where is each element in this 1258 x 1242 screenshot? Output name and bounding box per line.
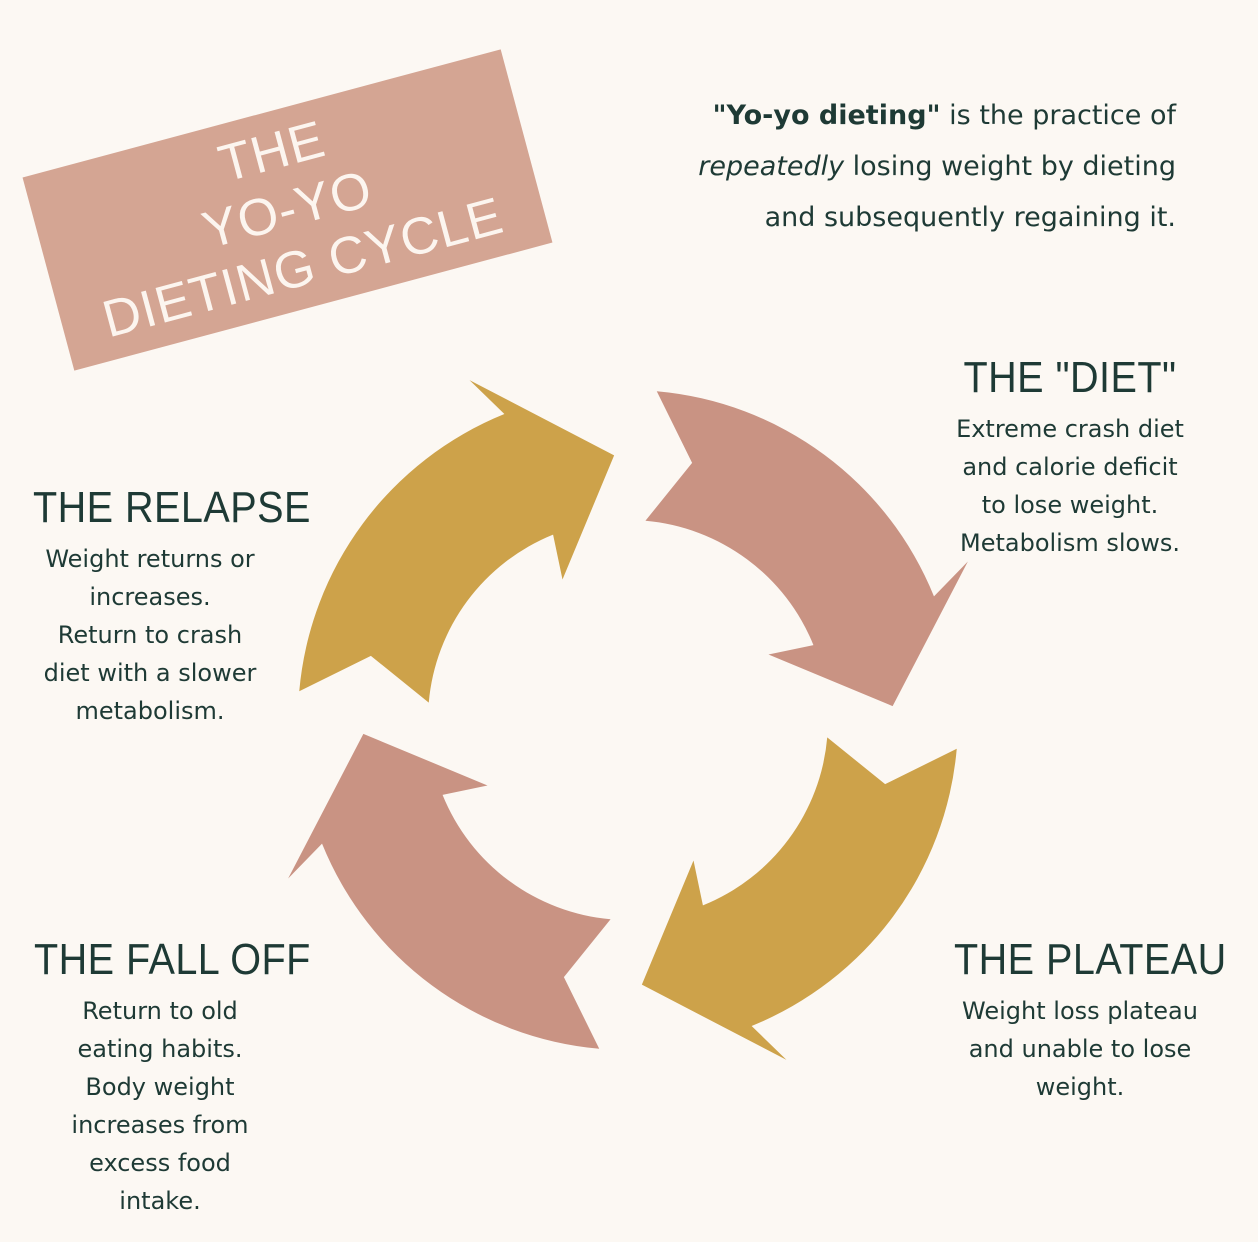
stage-diet-line: to lose weight. bbox=[981, 491, 1159, 519]
stage-relapse-line: Weight returns or bbox=[45, 545, 255, 573]
stage-fall-off-line: excess food bbox=[89, 1149, 231, 1177]
stage-relapse-line: diet with a slower bbox=[43, 659, 257, 687]
stage-relapse-line: increases. bbox=[89, 583, 211, 611]
intro-term: "Yo-yo dieting" bbox=[712, 100, 941, 131]
intro-paragraph: "Yo-yo dieting" is the practice of repea… bbox=[616, 90, 1176, 243]
diet-arrow bbox=[645, 391, 968, 707]
plateau-arrow bbox=[641, 737, 957, 1060]
intro-emphasis: repeatedly bbox=[698, 151, 845, 182]
stage-diet: THE "DIET" Extreme crash diet and calori… bbox=[930, 352, 1210, 562]
stage-fall-off-line: Body weight bbox=[85, 1073, 235, 1101]
stage-diet-line: and calorie deficit bbox=[962, 453, 1178, 481]
stage-fall-off-line: intake. bbox=[119, 1187, 201, 1215]
stage-fall-off-desc: Return to old eating habits. Body weight… bbox=[20, 992, 300, 1220]
stage-diet-desc: Extreme crash diet and calorie deficit t… bbox=[930, 410, 1210, 562]
intro-line-1: "Yo-yo dieting" is the practice of bbox=[616, 90, 1176, 141]
intro-line-1-text: is the practice of bbox=[940, 100, 1176, 131]
stage-fall-off: THE FALL OFF Return to old eating habits… bbox=[20, 934, 311, 1220]
intro-line-2-text: losing weight by dieting bbox=[844, 151, 1176, 182]
intro-line-3: and subsequently regaining it. bbox=[764, 202, 1176, 233]
stage-plateau-line: and unable to lose bbox=[968, 1035, 1192, 1063]
stage-relapse-title: THE RELAPSE bbox=[33, 483, 311, 532]
stage-fall-off-line: increases from bbox=[71, 1111, 249, 1139]
stage-diet-title: THE "DIET" bbox=[963, 353, 1177, 402]
stage-plateau-line: weight. bbox=[1035, 1073, 1125, 1101]
stage-fall-off-title: THE FALL OFF bbox=[34, 935, 311, 984]
stage-relapse-line: Return to crash bbox=[57, 621, 243, 649]
intro-line-2: repeatedly losing weight by dieting bbox=[616, 141, 1176, 192]
stage-diet-line: Extreme crash diet bbox=[956, 415, 1184, 443]
stage-fall-off-line: eating habits. bbox=[77, 1035, 243, 1063]
stage-relapse-desc: Weight returns or increases. Return to c… bbox=[20, 540, 280, 730]
stage-plateau-desc: Weight loss plateau and unable to lose w… bbox=[940, 992, 1220, 1106]
fall-off-arrow bbox=[288, 733, 611, 1049]
stage-plateau-title: THE PLATEAU bbox=[954, 935, 1227, 984]
stage-relapse: THE RELAPSE Weight returns or increases.… bbox=[20, 482, 311, 730]
relapse-arrow bbox=[299, 380, 615, 703]
stage-relapse-line: metabolism. bbox=[75, 697, 225, 725]
stage-fall-off-line: Return to old bbox=[82, 997, 238, 1025]
stage-diet-line: Metabolism slows. bbox=[960, 529, 1180, 557]
stage-plateau: THE PLATEAU Weight loss plateau and unab… bbox=[940, 934, 1227, 1106]
stage-plateau-line: Weight loss plateau bbox=[962, 997, 1198, 1025]
